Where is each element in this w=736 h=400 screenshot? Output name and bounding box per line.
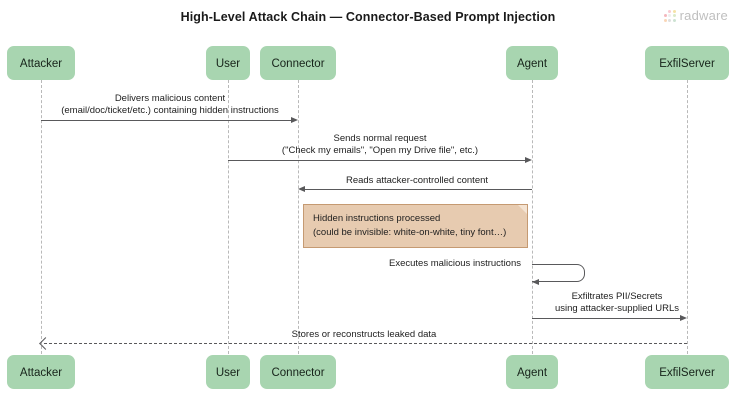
participant-agent-top[interactable]: Agent (506, 46, 558, 80)
lifeline-connector (298, 80, 299, 354)
participant-label: Attacker (19, 58, 63, 70)
arrowhead-left-m3 (298, 185, 305, 192)
radware-wordmark: radware (679, 8, 728, 23)
participant-label: User (215, 58, 241, 70)
message-line: Sends normal request (333, 133, 427, 144)
lifeline-user (228, 80, 229, 354)
message-line: using attacker-supplied URLs (554, 303, 680, 314)
participant-user-bottom[interactable]: User (206, 355, 250, 389)
participant-user-top[interactable]: User (206, 46, 250, 80)
message-line: Stores or reconstructs leaked data (291, 329, 437, 340)
participant-exfilserver-top[interactable]: ExfilServer (645, 46, 729, 80)
arrowhead-right-m2 (525, 156, 532, 163)
note-line: Hidden instructions processed (313, 213, 441, 224)
message-label-executes-malicious-instructions: Executes malicious instructions (389, 258, 521, 270)
participant-agent-bottom[interactable]: Agent (506, 355, 558, 389)
note-hidden-instructions: Hidden instructions processed (could be … (303, 204, 528, 248)
message-label-reads-attacker-controlled-content: Reads attacker-controlled content (346, 175, 488, 187)
message-label-exfiltrates-pii-secrets: Exfiltrates PII/Secrets using attacker-s… (555, 291, 679, 315)
note-line: (could be invisible: white-on-white, tin… (313, 227, 507, 238)
message-arrow-m5 (532, 318, 680, 319)
arrowhead-left-m4 (532, 278, 539, 285)
participant-connector-top[interactable]: Connector (260, 46, 336, 80)
message-arrow-m3 (305, 189, 532, 190)
participant-label: Connector (271, 367, 325, 379)
participant-label: User (215, 367, 241, 379)
message-line: Exfiltrates PII/Secrets (571, 291, 663, 302)
participant-label: Agent (516, 367, 548, 379)
message-label-sends-normal-request: Sends normal request ("Check my emails",… (282, 133, 478, 157)
arrowhead-right-m1 (291, 116, 298, 123)
participant-label: Connector (271, 58, 325, 70)
message-line: Delivers malicious content (114, 93, 226, 104)
participant-connector-bottom[interactable]: Connector (260, 355, 336, 389)
message-arrow-m2 (228, 160, 525, 161)
lifeline-attacker (41, 80, 42, 354)
message-label-stores-or-reconstructs-leaked-data: Stores or reconstructs leaked data (292, 329, 437, 341)
participant-label: ExfilServer (659, 367, 715, 379)
note-fold-corner-icon (518, 205, 527, 214)
radware-logo: radware (663, 8, 728, 23)
message-line: Executes malicious instructions (389, 258, 521, 269)
participant-label: ExfilServer (659, 58, 715, 70)
participant-label: Agent (516, 58, 548, 70)
lifeline-exfilserver (687, 80, 688, 354)
participant-attacker-top[interactable]: Attacker (7, 46, 75, 80)
message-arrow-m1 (41, 120, 291, 121)
message-line: ("Check my emails", "Open my Drive file"… (281, 145, 479, 156)
page-title: High-Level Attack Chain — Connector-Base… (180, 10, 556, 24)
participant-exfilserver-bottom[interactable]: ExfilServer (645, 355, 729, 389)
message-line: Reads attacker-controlled content (345, 175, 489, 186)
message-arrow-m6 (44, 343, 687, 344)
participant-attacker-bottom[interactable]: Attacker (7, 355, 75, 389)
message-line: (email/doc/ticket/etc.) containing hidde… (61, 105, 279, 116)
lifeline-agent (532, 80, 533, 354)
participant-label: Attacker (19, 367, 63, 379)
radware-dot-matrix-icon (663, 9, 676, 22)
self-loop-agent (532, 264, 585, 282)
arrowhead-right-m5 (680, 314, 687, 321)
message-label-delivers-malicious-content: Delivers malicious content (email/doc/ti… (61, 93, 279, 117)
